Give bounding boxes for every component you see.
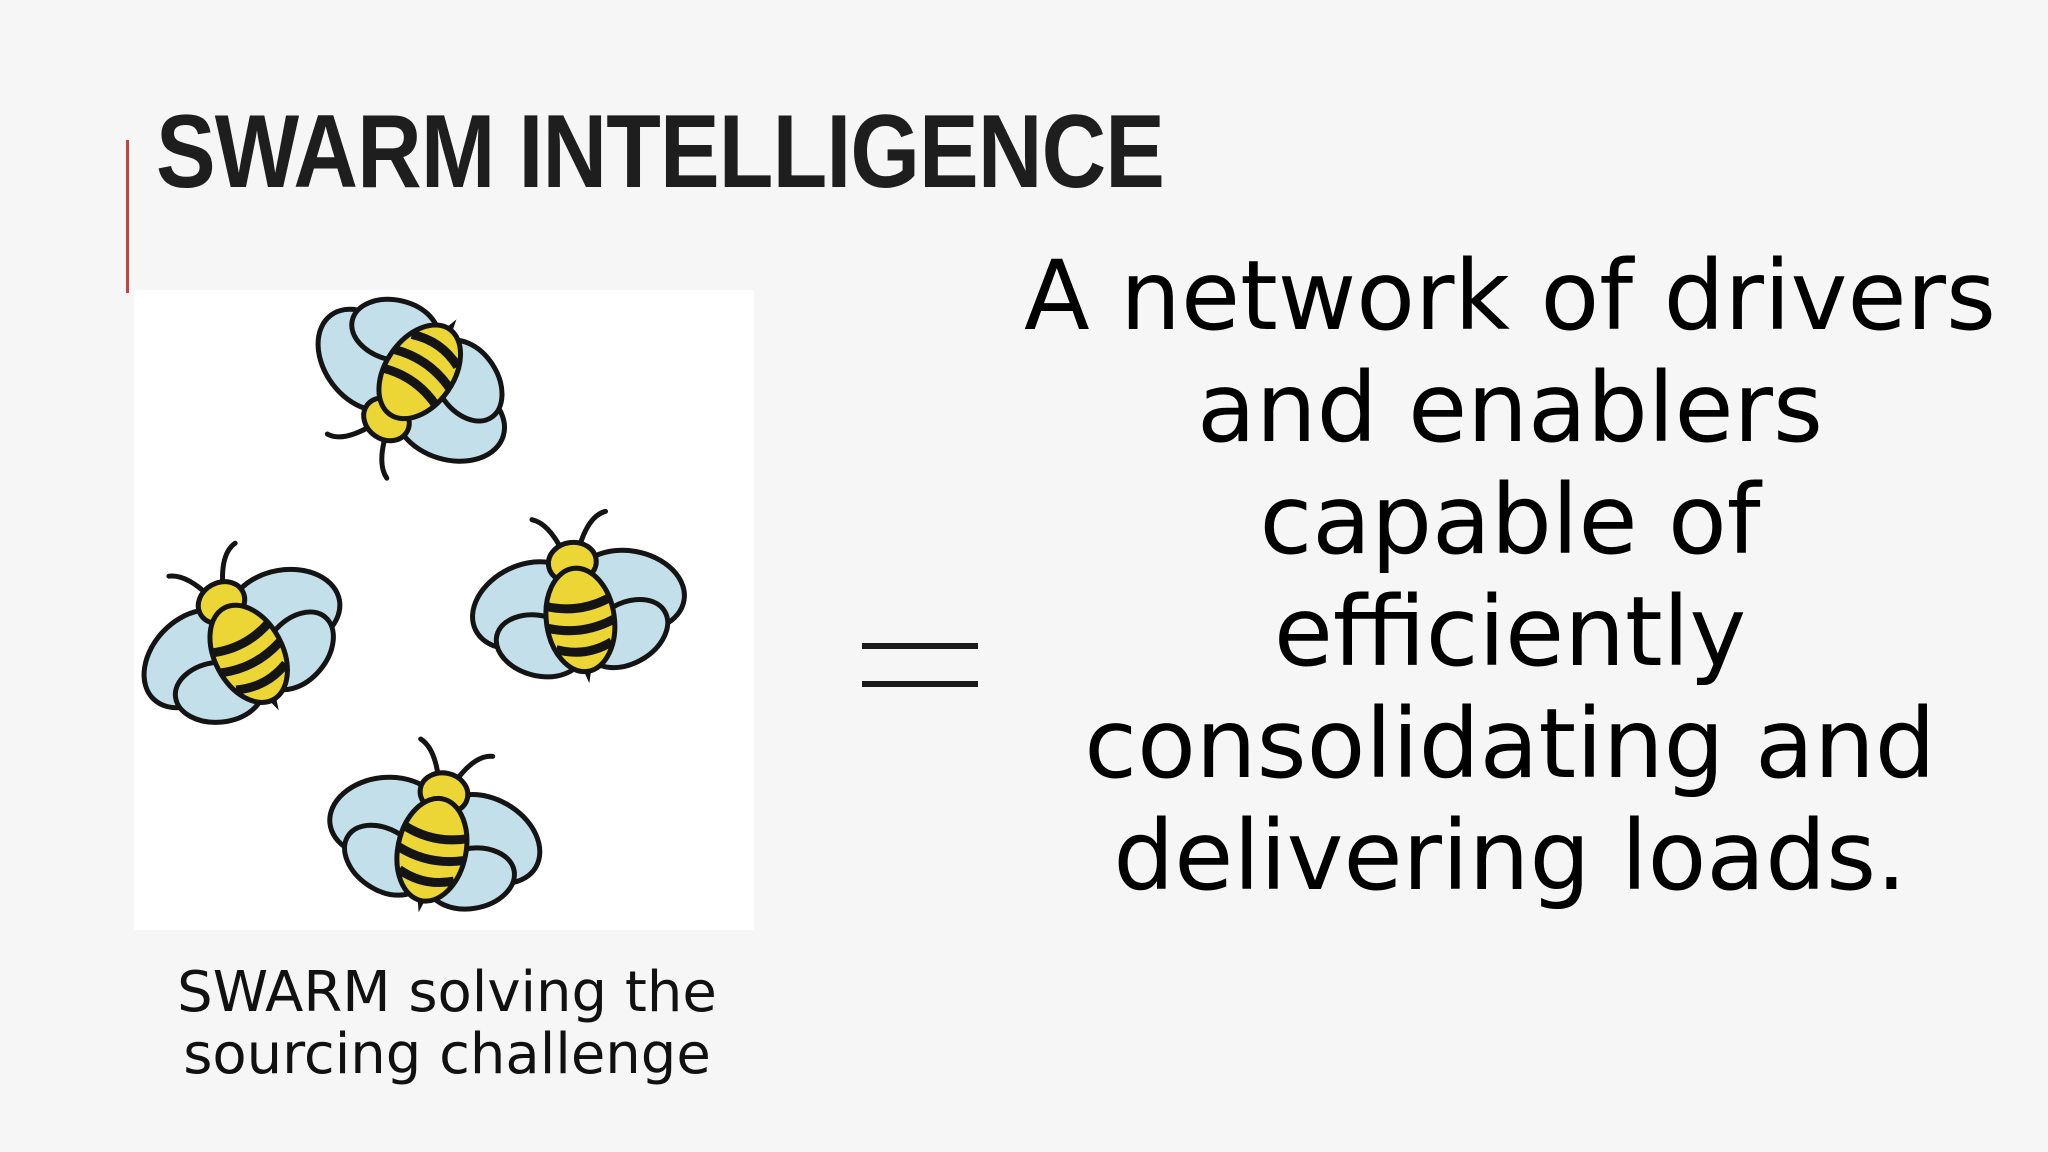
equals-icon [862,643,978,687]
bee-bottom [304,722,570,930]
title-accent-bar [126,140,129,293]
definition-statement: A network of drivers and enablers capabl… [1023,240,1997,912]
bee-top [263,290,553,526]
bee-left [134,505,383,766]
bee-right [449,499,706,700]
illustration-caption: SWARM solving the sourcing challenge [177,960,717,1087]
slide-title: SWARM INTELLIGENCE [156,94,1165,210]
bees-icon [134,290,754,930]
